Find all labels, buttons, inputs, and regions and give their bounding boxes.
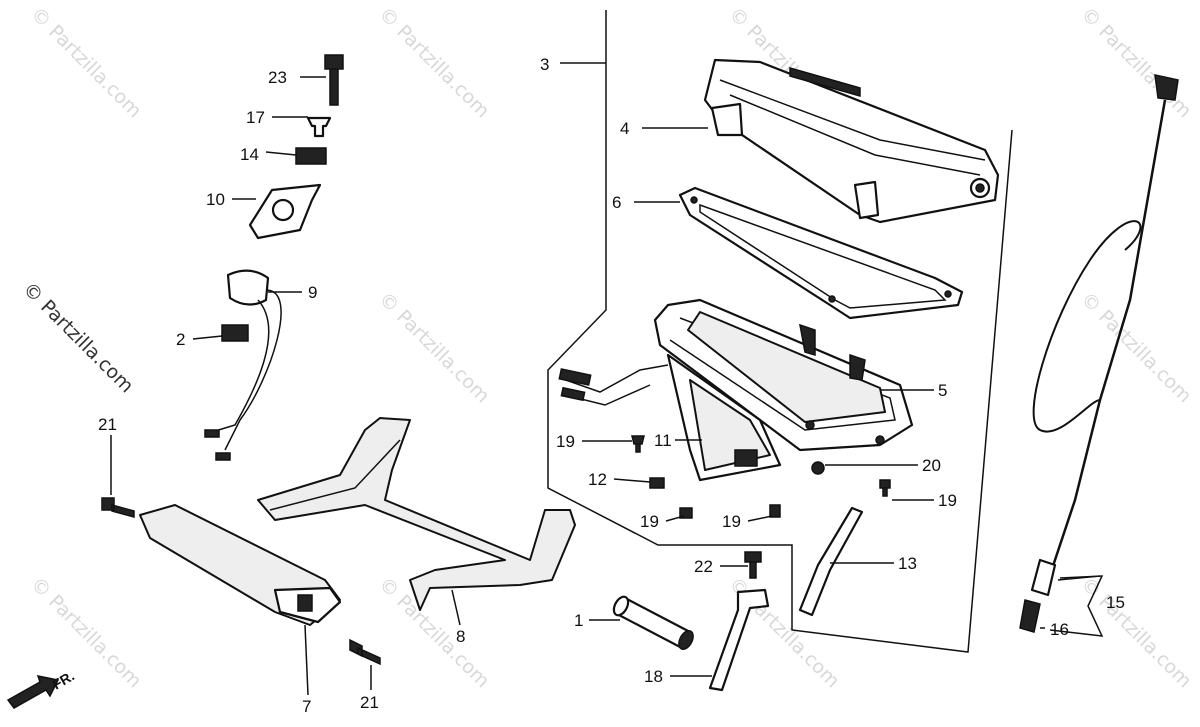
callout-12[interactable]: 12 (588, 470, 607, 489)
watermark-dark: © Partzilla.com (18, 278, 137, 397)
part-7-bracket[interactable] (139, 504, 342, 626)
callout-1[interactable]: 1 (574, 611, 583, 630)
watermark: © Partzilla.com (374, 288, 493, 407)
part-2-grommet[interactable] (221, 324, 249, 342)
screw-12[interactable] (649, 477, 665, 489)
part-17-collar[interactable] (306, 116, 332, 138)
callout-19[interactable]: 19 (722, 512, 741, 531)
callout-11[interactable]: 11 (654, 431, 672, 450)
screw-19[interactable] (879, 479, 891, 497)
callout-2[interactable]: 2 (176, 330, 185, 349)
nut-20[interactable] (811, 461, 825, 475)
callout-numbers: 3 4 6 5 11 19 12 20 19 19 19 13 22 1 18 … (98, 55, 1125, 716)
watermark: © Partzilla.com (374, 3, 493, 122)
watermark-group: © Partzilla.com © Partzilla.com © Partzi… (18, 3, 1195, 692)
part-11-bracket[interactable] (558, 353, 782, 482)
part-14-grommet[interactable] (295, 147, 327, 165)
callout-15[interactable]: 15 (1106, 593, 1125, 612)
front-direction-arrow: FR. (6, 667, 77, 709)
callout-5[interactable]: 5 (938, 381, 947, 400)
callout-21[interactable]: 21 (98, 415, 117, 434)
part-6-gasket[interactable] (678, 186, 964, 320)
part-15-speedometer-cable[interactable] (1019, 74, 1179, 633)
part-22-bolt[interactable] (744, 551, 762, 579)
part-18-stay[interactable] (708, 588, 770, 692)
callout-22[interactable]: 22 (694, 557, 713, 576)
callout-13[interactable]: 13 (898, 554, 917, 573)
callout-17[interactable]: 17 (246, 108, 265, 127)
part-10-bracket[interactable] (248, 183, 322, 240)
part-21-bolt[interactable] (101, 497, 135, 518)
callout-7[interactable]: 7 (302, 697, 311, 716)
callout-8[interactable]: 8 (456, 627, 465, 646)
callout-21[interactable]: 21 (360, 693, 379, 712)
callout-9[interactable]: 9 (308, 283, 317, 302)
callout-19[interactable]: 19 (938, 491, 957, 510)
callout-14[interactable]: 14 (240, 145, 259, 164)
watermark: © Partzilla.com (1076, 3, 1195, 122)
part-23-bolt[interactable] (324, 54, 344, 106)
callout-19[interactable]: 19 (556, 432, 575, 451)
part-16-cable-end[interactable] (1019, 599, 1041, 633)
part-5-meter-assembly[interactable] (653, 298, 914, 452)
callout-6[interactable]: 6 (612, 193, 621, 212)
callout-20[interactable]: 20 (922, 456, 941, 475)
callout-18[interactable]: 18 (644, 667, 663, 686)
part-9-switch[interactable] (204, 269, 282, 461)
assembly-boundary-3 (547, 10, 1013, 653)
callout-3[interactable]: 3 (540, 55, 549, 74)
callout-4[interactable]: 4 (620, 119, 629, 138)
callout-23[interactable]: 23 (268, 68, 287, 87)
watermark: © Partzilla.com (1076, 288, 1195, 407)
callout-19[interactable]: 19 (640, 512, 659, 531)
part-13-tube[interactable] (798, 506, 864, 617)
part-1-cushion[interactable] (611, 594, 696, 651)
leader-lines (110, 62, 1104, 696)
callout-16[interactable]: 16 (1050, 620, 1069, 639)
watermark: © Partzilla.com (26, 573, 145, 692)
callout-10[interactable]: 10 (206, 190, 225, 209)
part-21-bolt[interactable] (349, 638, 381, 666)
screw-19[interactable] (631, 435, 645, 453)
watermark: © Partzilla.com (374, 573, 493, 692)
screw-19[interactable] (769, 504, 781, 518)
part-8-frame[interactable] (257, 417, 576, 611)
watermark: © Partzilla.com (26, 3, 145, 122)
part-4-meter-cover[interactable] (703, 58, 1000, 224)
